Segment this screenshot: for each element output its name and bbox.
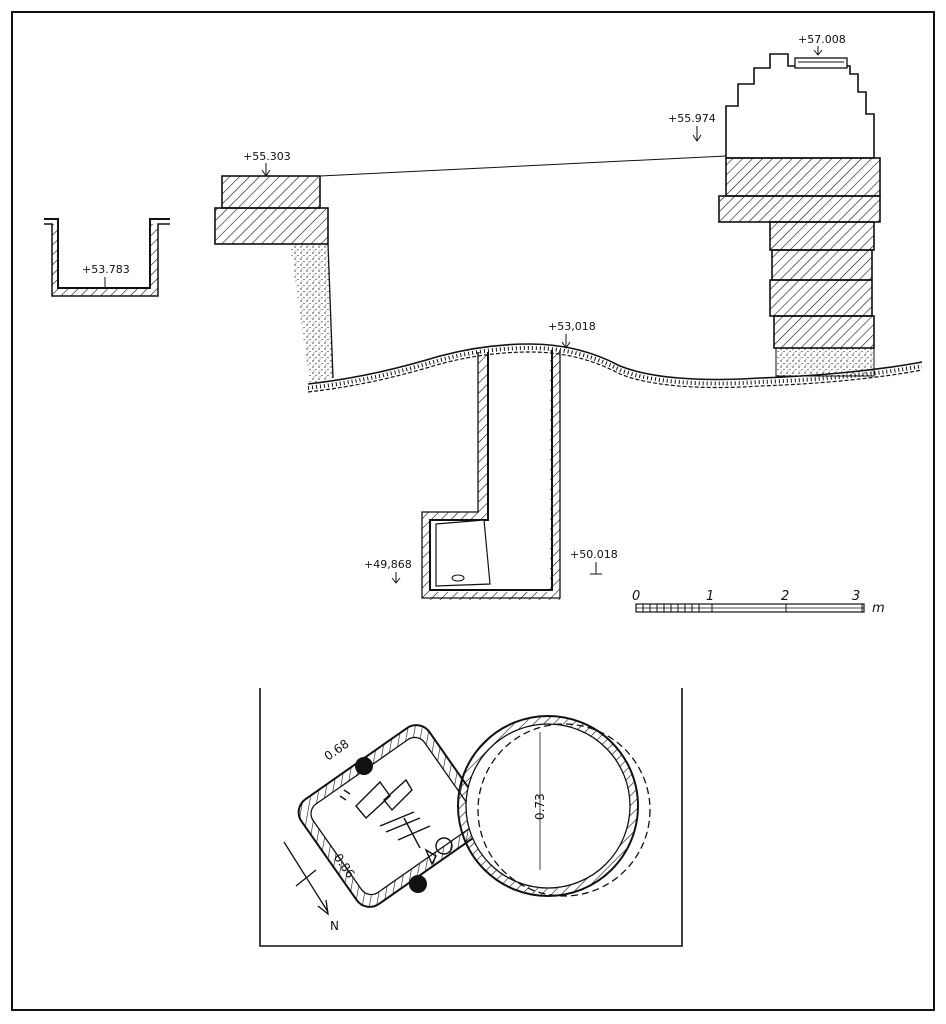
left-wall-elevation: +55.303 — [243, 150, 291, 163]
left-wall-block-top — [221, 175, 321, 209]
chamber-floor-elevation: +49,868 — [364, 558, 412, 571]
shaft-diameter-label: 0.73 — [533, 793, 547, 820]
niche-section: +53.783 — [44, 218, 170, 297]
plan-view: 0.73 0.68 0.86 N — [259, 688, 683, 947]
shaft-outline — [429, 350, 553, 591]
tower-course-1 — [725, 157, 881, 197]
chamber-blocking — [435, 519, 491, 587]
plan-chamber — [297, 724, 489, 908]
shaft-section: +49,868 +50.018 — [364, 350, 618, 600]
scale-bar: 0 1 2 3 m — [632, 589, 885, 616]
tower-course-3 — [769, 221, 875, 251]
plan-shaft: 0.73 — [457, 715, 651, 897]
plan-shaft-outline-dashed — [477, 723, 651, 897]
stepped-tower: +57.008 +55.974 — [668, 33, 881, 377]
chamber-width-label: 0.68 — [322, 737, 352, 764]
chamber-bone — [451, 574, 465, 582]
tower-course-4 — [771, 249, 873, 281]
scale-tick-3: 3 — [852, 589, 860, 604]
niche-elevation: +53.783 — [82, 263, 130, 276]
tower-steps — [725, 53, 875, 159]
plan-vessel-upper — [355, 757, 373, 775]
shaft-floor-elevation: +50.018 — [570, 548, 618, 561]
scale-tick-2: 2 — [781, 589, 789, 604]
surface-elevation: +53,018 — [548, 320, 596, 333]
tower-course-2 — [718, 195, 881, 223]
tower-top-elevation: +57.008 — [798, 33, 846, 46]
page-border — [11, 11, 935, 1011]
plan-frame — [259, 688, 683, 947]
scale-unit: m — [872, 601, 885, 616]
left-wall-block-bottom — [214, 207, 329, 245]
tower-step-elevation: +55.974 — [668, 112, 716, 125]
scale-tick-0: 0 — [632, 589, 640, 604]
profile-line — [319, 155, 727, 177]
north-arrow — [283, 841, 329, 916]
left-wall: +55.303 — [214, 150, 334, 384]
left-wall-fill — [290, 244, 333, 384]
plan-vessel-lower — [409, 875, 427, 893]
tower-cap — [794, 57, 848, 69]
scale-tick-1: 1 — [706, 589, 714, 604]
plan-skeleton — [339, 778, 453, 866]
tower-course-6 — [773, 315, 875, 349]
tower-course-5 — [769, 279, 873, 317]
north-label: N — [330, 919, 339, 933]
ground-surface: +53,018 — [307, 320, 923, 393]
